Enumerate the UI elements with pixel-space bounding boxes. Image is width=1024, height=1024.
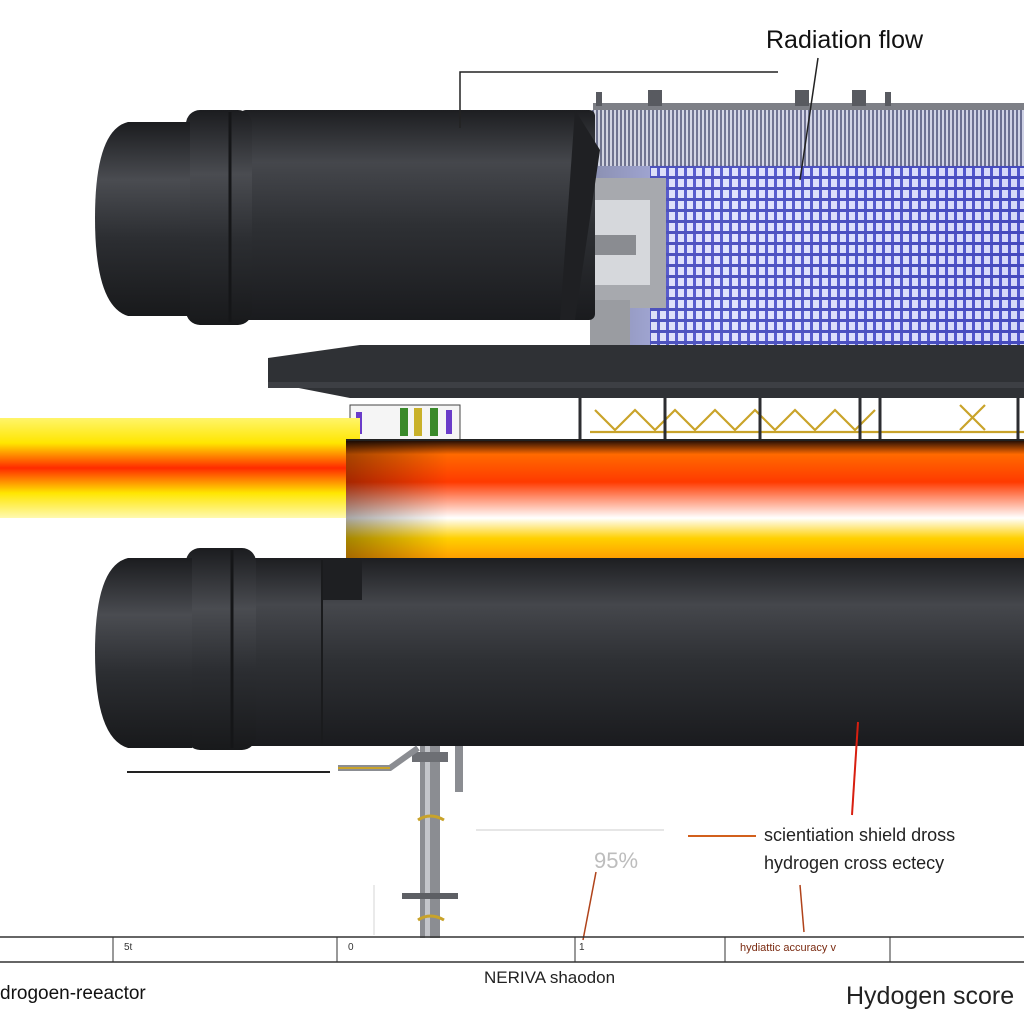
upper-tube-body xyxy=(240,110,595,320)
upper-tube-collar xyxy=(186,110,252,325)
truss-structure xyxy=(590,404,1024,434)
top-rail xyxy=(593,103,1024,110)
bottom-center-label: NERIVA shaodon xyxy=(484,968,616,987)
annotation-line-2: hydrogen cross ectecy xyxy=(764,853,945,873)
scale-tick-2: 0 xyxy=(348,942,354,953)
scale-bar xyxy=(0,936,1024,963)
upper-tube-cap xyxy=(95,122,190,316)
lower-tube-assembly xyxy=(95,548,1024,750)
deck-platform xyxy=(268,345,1024,442)
support-column xyxy=(402,746,463,938)
annotation-line-1: scientiation shield dross xyxy=(764,825,956,845)
bottom-left-label: drogoen-reeactor xyxy=(0,983,146,1004)
deck-top xyxy=(268,345,1024,398)
lower-tube-body xyxy=(240,558,1024,746)
leader-orange-accuracy xyxy=(799,884,805,933)
scale-tick-accuracy: hydiattic accuracy v xyxy=(740,942,836,954)
radiation-beam xyxy=(0,418,360,518)
title-leader-diagonal xyxy=(799,57,819,181)
scale-tick-3: 1 xyxy=(579,942,585,953)
diagram-title: Radiation flow xyxy=(766,26,924,54)
scale-tick-1: 5t xyxy=(124,942,133,953)
leader-orange-pct xyxy=(582,871,597,941)
control-components xyxy=(349,404,461,441)
percentage-label: 95% xyxy=(594,848,639,873)
leader-red xyxy=(851,721,859,816)
bottom-right-label: Hydogen score xyxy=(846,982,1015,1010)
title-leader xyxy=(459,71,778,128)
bracket-arm xyxy=(127,745,420,773)
lower-tube-collar xyxy=(186,548,256,750)
lower-tube-cap xyxy=(95,558,192,748)
upper-tube-assembly xyxy=(95,90,1024,345)
